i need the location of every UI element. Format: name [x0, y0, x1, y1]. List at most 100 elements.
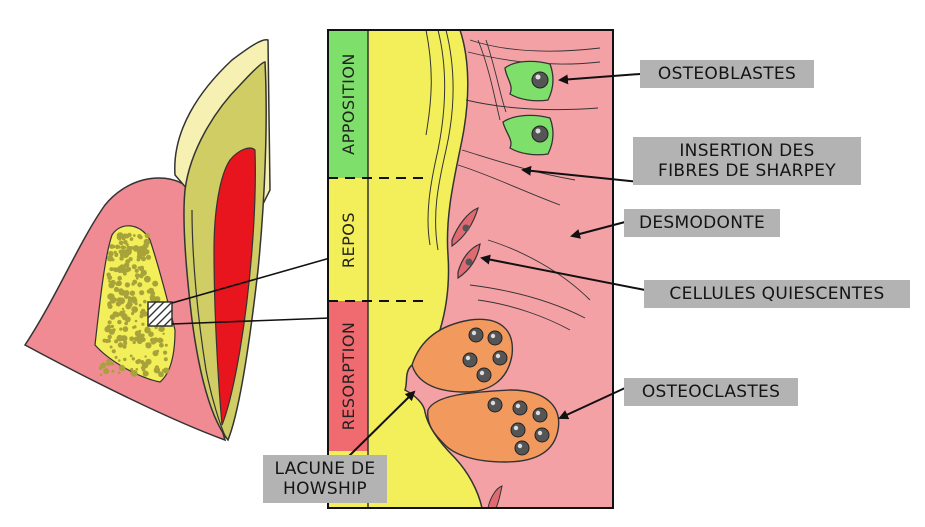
trabecula-dot [138, 329, 142, 333]
trabecula-dot [111, 369, 115, 373]
label-quiescentes: CELLULES QUIESCENTES [644, 280, 910, 308]
label-howship-line1: LACUNE DE [274, 459, 376, 479]
trabecula-dot [118, 359, 121, 362]
trabecula-dot [133, 325, 137, 329]
trabecula-dot [162, 368, 166, 373]
osteoclast-nucleus [487, 330, 503, 346]
osteoclast-nucleus [468, 327, 484, 343]
osteoclast-nucleus [510, 422, 526, 438]
trabecula-dot [116, 232, 124, 239]
repos-zone-label: REPOS [339, 212, 358, 268]
trabecula-dot [164, 343, 168, 347]
trabecula-dot [143, 247, 148, 251]
trabecula-dot [143, 238, 151, 246]
sharpey-fiber [477, 299, 571, 331]
trabecula-dot [117, 236, 122, 241]
apposition-strip [328, 30, 368, 178]
trabecula-dot [119, 256, 124, 261]
trabecula-dot [108, 280, 111, 283]
trabecula-dot [143, 299, 147, 304]
trabecula-dot [125, 243, 129, 247]
trabecula-dot [111, 349, 116, 354]
trabecula-dot [145, 244, 149, 248]
trabecula-dot [108, 301, 112, 305]
trabecula-dot [129, 290, 136, 296]
trabecula-dot [112, 245, 116, 249]
trabecula-dot [118, 265, 123, 270]
trabecula-dot [135, 368, 139, 371]
trabecula-dot [158, 371, 164, 378]
trabecula-dot [118, 364, 125, 371]
detail-panel: APPOSITION REPOS RESORPTION [327, 29, 614, 509]
trabecula-dot [139, 235, 142, 239]
arrow-desmodonte [570, 221, 626, 239]
trabecula-dot [145, 254, 152, 260]
trabecula-dot [121, 307, 125, 311]
trabecula-dot [137, 282, 143, 288]
arrow-sharpey [521, 165, 641, 183]
trabecula-dot [141, 256, 146, 262]
osteoclast-nucleus [514, 440, 530, 456]
trabecula-dot [100, 362, 107, 369]
zoom-marker-hatching [147, 301, 173, 327]
zoom-connector-top [171, 257, 331, 304]
nucleus-highlight [537, 430, 543, 436]
trabecula-dot [124, 233, 130, 239]
trabecula-dot [121, 335, 125, 338]
sharpey-fiber [465, 99, 599, 111]
sharpey-fiber [457, 164, 561, 206]
trabecula-dot [115, 282, 120, 286]
trabecula-dot [107, 334, 112, 340]
trabecula-dot [102, 338, 107, 343]
tooth-section [23, 39, 331, 442]
trabecula-dot [117, 371, 121, 375]
nucleus-highlight [513, 425, 519, 431]
trabecula-dot [123, 357, 127, 362]
trabecula-dot [131, 357, 135, 361]
trabecula-dot [145, 372, 149, 376]
trabecula-dot [152, 350, 159, 357]
nucleus-highlight [490, 400, 496, 406]
label-howship-line2: HOWSHIP [283, 479, 367, 499]
trabecula-dot [141, 361, 149, 369]
trabecula-dot [146, 289, 151, 294]
trabecula-dot [119, 302, 123, 305]
trabecula-dot [125, 265, 128, 268]
trabecula-dot [106, 272, 111, 277]
trabecula-dot [107, 320, 112, 325]
osteoclast-nucleus [534, 427, 550, 443]
trabecula-dot [122, 326, 129, 332]
osteoclast-nucleus [532, 407, 548, 423]
trabecula-dot [129, 237, 134, 241]
trabecula-dot [129, 246, 132, 250]
label-howship: LACUNE DE HOWSHIP [263, 455, 387, 503]
trabecula-dot [131, 282, 135, 286]
trabecula-dot [117, 275, 122, 281]
trabecula-dot [124, 321, 129, 326]
trabecula-dot [118, 288, 124, 294]
trabecula-dot [123, 340, 127, 344]
trabecula-dot [114, 339, 119, 344]
trabecula-dot [109, 267, 114, 272]
osteoblast-cell [504, 60, 554, 102]
trabecula-dot [117, 245, 121, 249]
trabecula-dot [123, 246, 127, 249]
label-desmodonte: DESMODONTE [624, 209, 780, 237]
arrow-quiescentes [480, 254, 646, 291]
osteoclast-nucleus [476, 367, 492, 383]
trabecula-dot [138, 303, 142, 307]
trabecula-dot [138, 266, 144, 272]
zoom-connector-bottom [171, 317, 331, 325]
trabecula-dot [128, 257, 133, 262]
arrow-osteoblastes [558, 73, 641, 85]
osteoclast-nuclei [462, 327, 550, 456]
apposition-zone-label: APPOSITION [339, 53, 358, 155]
cementum-line [191, 209, 227, 439]
nucleus-highlight [465, 355, 471, 361]
trabecula-dot [119, 327, 123, 331]
trabecula-dot [123, 240, 128, 245]
trabecula-dot [106, 360, 112, 367]
trabecula-dot [132, 234, 136, 237]
trabecula-dot [144, 327, 151, 334]
